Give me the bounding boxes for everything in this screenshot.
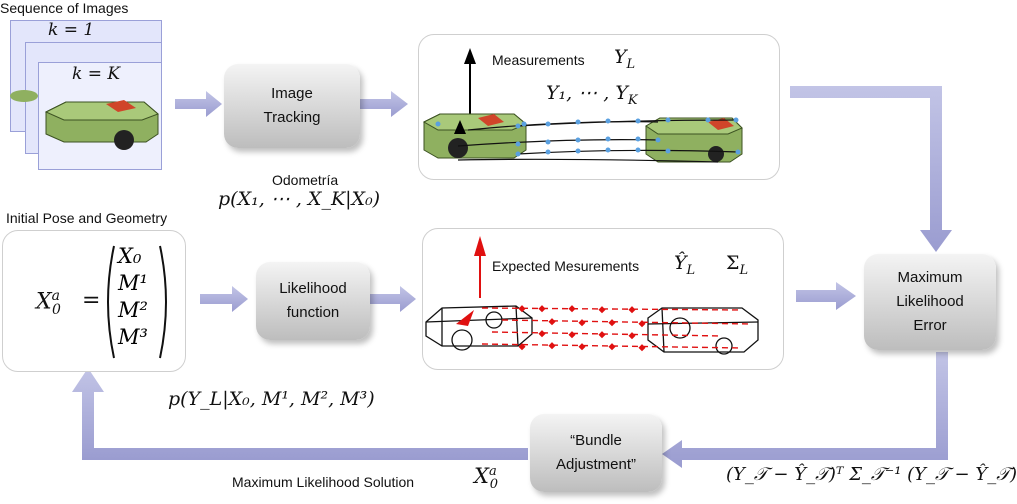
matrix-entry-3: M³ [118, 325, 148, 349]
matrix-entry-1: M¹ [118, 271, 148, 295]
measurements-label: Measurements [492, 52, 585, 68]
mle-line3: Error [913, 317, 947, 334]
arrow-likelihood-to-expected [368, 286, 416, 312]
bundle-adjustment-box: “Bundle Adjustment” [530, 414, 662, 492]
frame-first-label: k = 1 [48, 20, 95, 40]
arrow-seq-to-tracking [175, 91, 222, 117]
arrow-pose-to-likelihood [200, 286, 248, 312]
matrix-entry-0: X₀ [118, 244, 142, 268]
matrix-entry-2: M² [118, 298, 148, 322]
likelihood-line1: Likelihood [279, 280, 347, 297]
measurements-illustration [422, 48, 743, 163]
expected-label: Expected Mesurements [492, 258, 640, 274]
likelihood-line2: function [286, 304, 340, 321]
expected-illustration [425, 236, 759, 355]
arrow-mle-to-bundle [662, 352, 948, 468]
initial-pose-panel [2, 230, 186, 372]
image-tracking-line2: Tracking [263, 109, 321, 126]
robot-image-icon [10, 90, 159, 150]
arrow-bundle-to-pose [72, 368, 528, 460]
arrow-tracking-to-measurements [360, 91, 408, 117]
initial-pose-title: Initial Pose and Geometry [6, 210, 168, 226]
mle-line2: Likelihood [896, 293, 964, 310]
mle-box: Maximum Likelihood Error [864, 254, 996, 350]
sequence-title: Sequence of Images [0, 0, 129, 16]
measurements-symbol: YL [614, 46, 636, 72]
initial-pose-equals: = [82, 288, 101, 313]
bundle-line1: “Bundle [570, 432, 622, 449]
likelihood-function-box: Likelihood function [256, 262, 370, 340]
matrix-brackets [107, 245, 167, 359]
frame-last-label: k = K [72, 64, 121, 84]
expected-symbol: ŶL [674, 252, 696, 278]
image-tracking-box: Image Tracking [224, 64, 360, 148]
likelihood-formula: p(Y_L|X₀, M¹, M², M³) [168, 388, 375, 410]
solution-symbol: Xa0 [474, 464, 498, 493]
arrow-measurements-to-mle [790, 86, 952, 252]
mle-line1: Maximum [897, 269, 963, 286]
expected-sigma: ΣL [726, 252, 749, 278]
image-tracking-line1: Image [271, 85, 313, 102]
initial-pose-lhs: Xa0 [36, 288, 61, 318]
odometry-label: Odometría [272, 172, 339, 188]
odometry-formula: p(X₁, ⋯ , X_K|X₀) [218, 188, 381, 210]
measurements-sequence: Y₁, ⋯ , YK [546, 82, 638, 108]
solution-label: Maximum Likelihood Solution [232, 474, 415, 490]
error-formula: (Y_𝒯 − Ŷ_𝒯)ᵀ Σ_𝒯⁻¹ (Y_𝒯 − Ŷ_𝒯) [726, 464, 1017, 485]
arrow-expected-to-mle [796, 282, 856, 310]
bundle-line2: Adjustment” [555, 456, 637, 473]
